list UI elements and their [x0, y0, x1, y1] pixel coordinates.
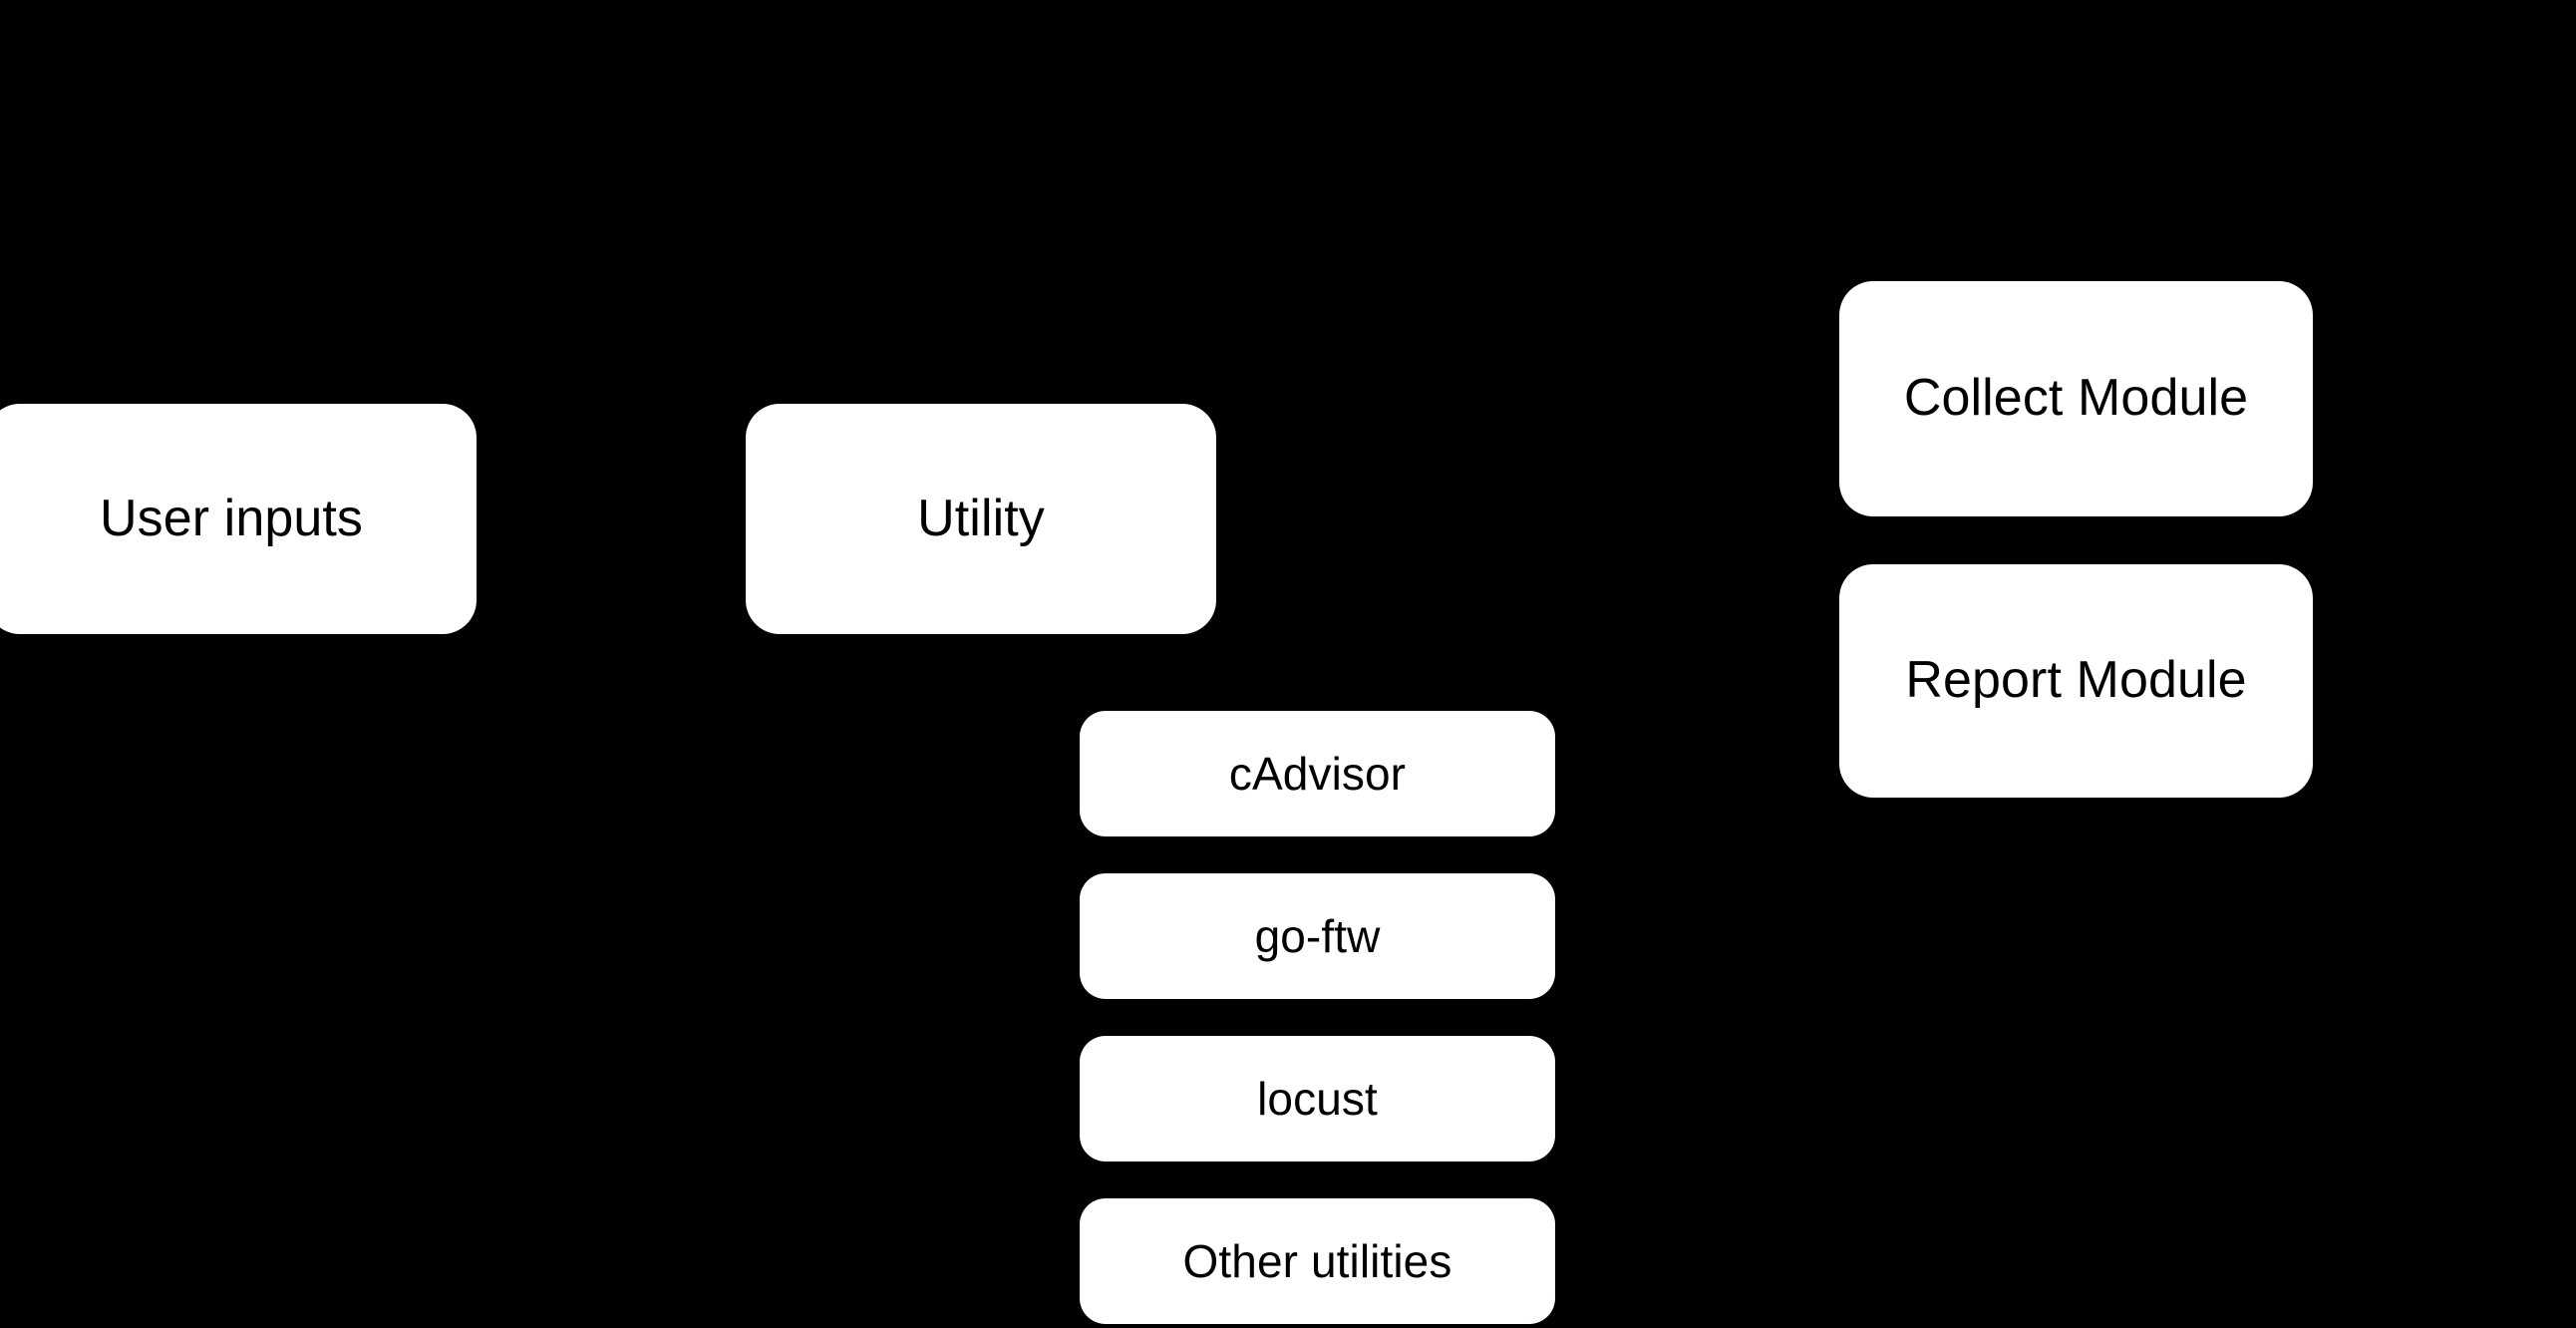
node-go-ftw[interactable]: go-ftw [1080, 873, 1555, 999]
node-report-module[interactable]: Report Module [1839, 564, 2313, 798]
node-utility-label: Utility [917, 489, 1045, 547]
node-cadvisor-label: cAdvisor [1228, 747, 1407, 800]
node-other-utilities[interactable]: Other utilities [1080, 1198, 1555, 1324]
node-utility[interactable]: Utility [746, 404, 1216, 634]
node-user-inputs-label: User inputs [99, 489, 364, 547]
node-report-module-label: Report Module [1905, 651, 2247, 710]
node-user-inputs[interactable]: User inputs [0, 404, 477, 634]
node-collect-module[interactable]: Collect Module [1839, 281, 2313, 516]
node-go-ftw-label: go-ftw [1254, 909, 1381, 962]
node-locust[interactable]: locust [1080, 1036, 1555, 1162]
node-other-utilities-label: Other utilities [1182, 1234, 1452, 1287]
node-locust-label: locust [1257, 1072, 1378, 1125]
node-collect-module-label: Collect Module [1903, 369, 2249, 428]
node-cadvisor[interactable]: cAdvisor [1080, 711, 1555, 836]
